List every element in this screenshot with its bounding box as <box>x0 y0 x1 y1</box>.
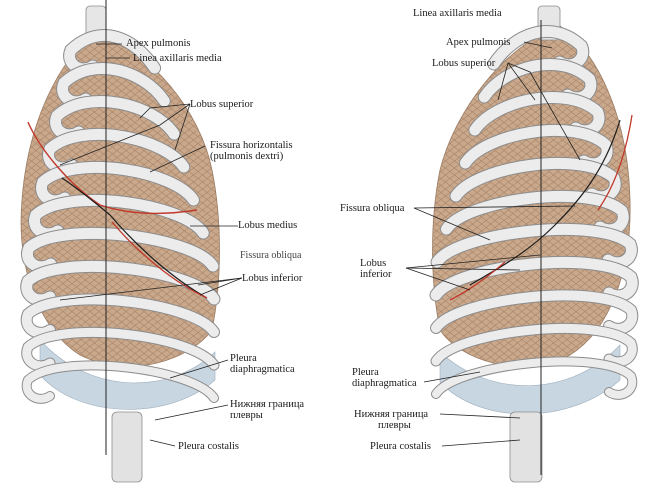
left-thorax-view <box>20 0 243 483</box>
left-fissura-obliqua-red <box>111 221 208 299</box>
label-lower-border-left-1: Нижняя граница <box>230 399 305 410</box>
label-lobus-medius: Lobus medius <box>238 220 298 231</box>
left-fissura-horizontalis <box>27 121 198 214</box>
label-lobus-inferior-right-2: inferior <box>360 269 392 280</box>
label-pleura-diaphragmatica-right-1: Pleura <box>352 367 379 378</box>
rib <box>431 324 637 367</box>
rib <box>21 261 220 306</box>
left-pleura-diaphragmatica <box>39 339 216 410</box>
right-thorax-view <box>405 5 639 483</box>
rib <box>441 191 629 236</box>
label-lobus-superior-right: Lobus superior <box>432 58 496 69</box>
label-pleura-diaphragmatica-left-2: diaphragmatica <box>230 364 295 375</box>
label-lobus-superior-left: Lobus superior <box>190 99 254 110</box>
label-apex-pulmonis-left: Apex pulmonis <box>126 38 191 49</box>
label-fissura-horizontalis-sub: (pulmonis dextri) <box>210 151 284 162</box>
rib <box>36 161 199 207</box>
label-fissura-horizontalis: Fissura horizontalis <box>210 140 293 151</box>
left-fissura-obliqua <box>61 177 208 299</box>
rib <box>21 294 219 338</box>
rib <box>22 228 219 273</box>
left-leader-lines <box>59 43 243 447</box>
label-pleura-costalis-right: Pleura costalis <box>370 441 431 452</box>
label-linea-axillaris-media-left: Linea axillaris media <box>133 53 222 64</box>
left-ribs <box>20 28 221 404</box>
rib <box>22 361 218 403</box>
label-fissura-obliqua-right: Fissura obliqua <box>340 203 405 214</box>
label-lower-border-left-2: плевры <box>230 410 263 421</box>
label-pleura-costalis-left: Pleura costalis <box>178 441 239 452</box>
label-lobus-inferior-right-1: Lobus <box>360 258 387 269</box>
label-lobus-inferior-left: Lobus inferior <box>242 273 303 284</box>
rib <box>431 224 637 269</box>
right-fissura-obliqua-red-lower <box>449 261 506 301</box>
right-ribs <box>429 24 639 400</box>
right-leader-lines <box>405 22 581 447</box>
label-fissura-obliqua-left: Fissura obliqua <box>240 250 302 261</box>
rib <box>431 290 638 334</box>
label-lower-border-right-1: Нижняя граница <box>354 409 429 420</box>
label-apex-pulmonis-right: Apex pulmonis <box>446 37 511 48</box>
label-lower-border-right-2: плевры <box>378 420 411 431</box>
rib <box>432 357 637 399</box>
label-linea-axillaris-media-right: Linea axillaris media <box>413 8 502 19</box>
label-pleura-diaphragmatica-right-2: diaphragmatica <box>352 378 417 389</box>
right-fissura-obliqua-red <box>597 114 633 211</box>
right-pleura-diaphragmatica <box>439 344 621 415</box>
rib <box>22 328 219 371</box>
label-pleura-diaphragmatica-left-1: Pleura <box>230 353 257 364</box>
rib <box>430 257 638 302</box>
rib <box>29 194 209 240</box>
